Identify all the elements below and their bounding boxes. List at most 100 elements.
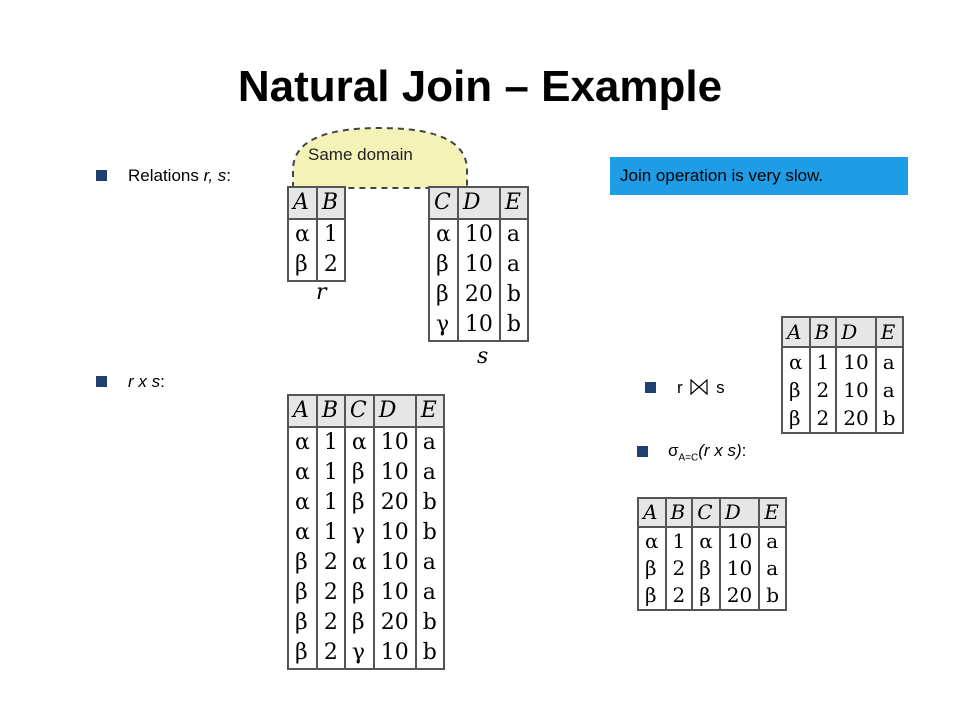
table-cell: α	[637, 527, 667, 555]
relations-vars: r, s	[203, 166, 227, 185]
cross-vars: r x s	[128, 372, 161, 391]
column-header: D	[456, 186, 501, 220]
column-header: C	[343, 394, 375, 428]
table-cell: α	[781, 347, 811, 376]
same-domain-label: Same domain	[308, 145, 413, 164]
table-cell: 10	[372, 518, 417, 548]
table-cell: a	[874, 376, 904, 404]
table-cell: 2	[808, 404, 838, 434]
join-left-operand: r	[677, 378, 683, 397]
selection-condition: A=C	[678, 452, 699, 464]
table-cell: 20	[835, 404, 877, 434]
table-cell: 2	[315, 608, 346, 638]
table-cell: β	[691, 582, 721, 611]
table-cell: 1	[315, 518, 346, 548]
table-cell: a	[758, 527, 788, 555]
table-cell: α	[287, 488, 318, 518]
column-header: B	[315, 394, 346, 428]
table-cell: 10	[456, 219, 501, 250]
table-cell: β	[287, 638, 318, 670]
column-header: A	[287, 394, 318, 428]
join-right-operand: s	[716, 378, 725, 397]
relations-suffix: :	[226, 166, 232, 185]
table-cell: β	[428, 250, 459, 280]
table-cell: 10	[372, 548, 417, 578]
selection-bullet: σA=C(r x s):	[668, 441, 746, 463]
column-header: D	[718, 497, 761, 528]
column-header: D	[372, 394, 417, 428]
table-cell: 10	[372, 458, 417, 488]
table-cell: α	[343, 548, 375, 578]
table-cell: b	[758, 582, 788, 611]
table-cell: 2	[664, 555, 694, 582]
table-r-caption: r	[316, 280, 327, 305]
table-cell: 10	[372, 638, 417, 670]
table-cell: a	[498, 250, 529, 280]
bullet-marker	[637, 446, 648, 457]
table-cell: β	[343, 458, 375, 488]
table-cell: b	[498, 310, 529, 342]
bullet-marker	[96, 376, 107, 387]
table-cell: 1	[808, 347, 838, 376]
column-header: B	[808, 316, 838, 348]
table-cell: α	[287, 219, 318, 250]
table-cell: a	[414, 427, 445, 458]
table-cell: β	[343, 578, 375, 608]
table-cell: 2	[808, 376, 838, 404]
table-cell: a	[498, 219, 529, 250]
table-cell: 10	[372, 578, 417, 608]
table-cell: a	[874, 347, 904, 376]
table-cell: 10	[835, 376, 877, 404]
table-cell: 10	[372, 427, 417, 458]
table-cell: β	[428, 280, 459, 310]
column-header: B	[315, 186, 346, 220]
table-cell: b	[414, 518, 445, 548]
cross-product-bullet: r x s:	[128, 372, 165, 392]
table-cell: β	[691, 555, 721, 582]
table-cell: β	[287, 578, 318, 608]
cross-suffix: :	[160, 372, 165, 391]
column-header: E	[874, 316, 904, 348]
table-cell: β	[637, 555, 667, 582]
table-cell: 10	[456, 310, 501, 342]
column-header: E	[758, 497, 788, 528]
table-cell: 20	[372, 608, 417, 638]
table-cell: β	[781, 376, 811, 404]
table-cell: a	[414, 458, 445, 488]
column-header: A	[781, 316, 811, 348]
slide-title: Natural Join – Example	[237, 62, 723, 111]
table-cell: 10	[718, 527, 761, 555]
selection-suffix: :	[741, 441, 747, 460]
slow-join-note: Join operation is very slow.	[610, 157, 908, 195]
table-cell: β	[343, 488, 375, 518]
same-domain-arc	[292, 126, 468, 189]
natural-join-bullet: r s	[677, 378, 725, 398]
table-cell: 10	[456, 250, 501, 280]
table-cell: α	[287, 427, 318, 458]
table-cell: 1	[315, 427, 346, 458]
table-cell: 1	[664, 527, 694, 555]
table-cell: 2	[315, 638, 346, 670]
table-cell: α	[428, 219, 459, 250]
table-cell: 1	[315, 488, 346, 518]
table-cell: γ	[343, 518, 375, 548]
bullet-marker	[96, 170, 107, 181]
table-cell: 10	[718, 555, 761, 582]
